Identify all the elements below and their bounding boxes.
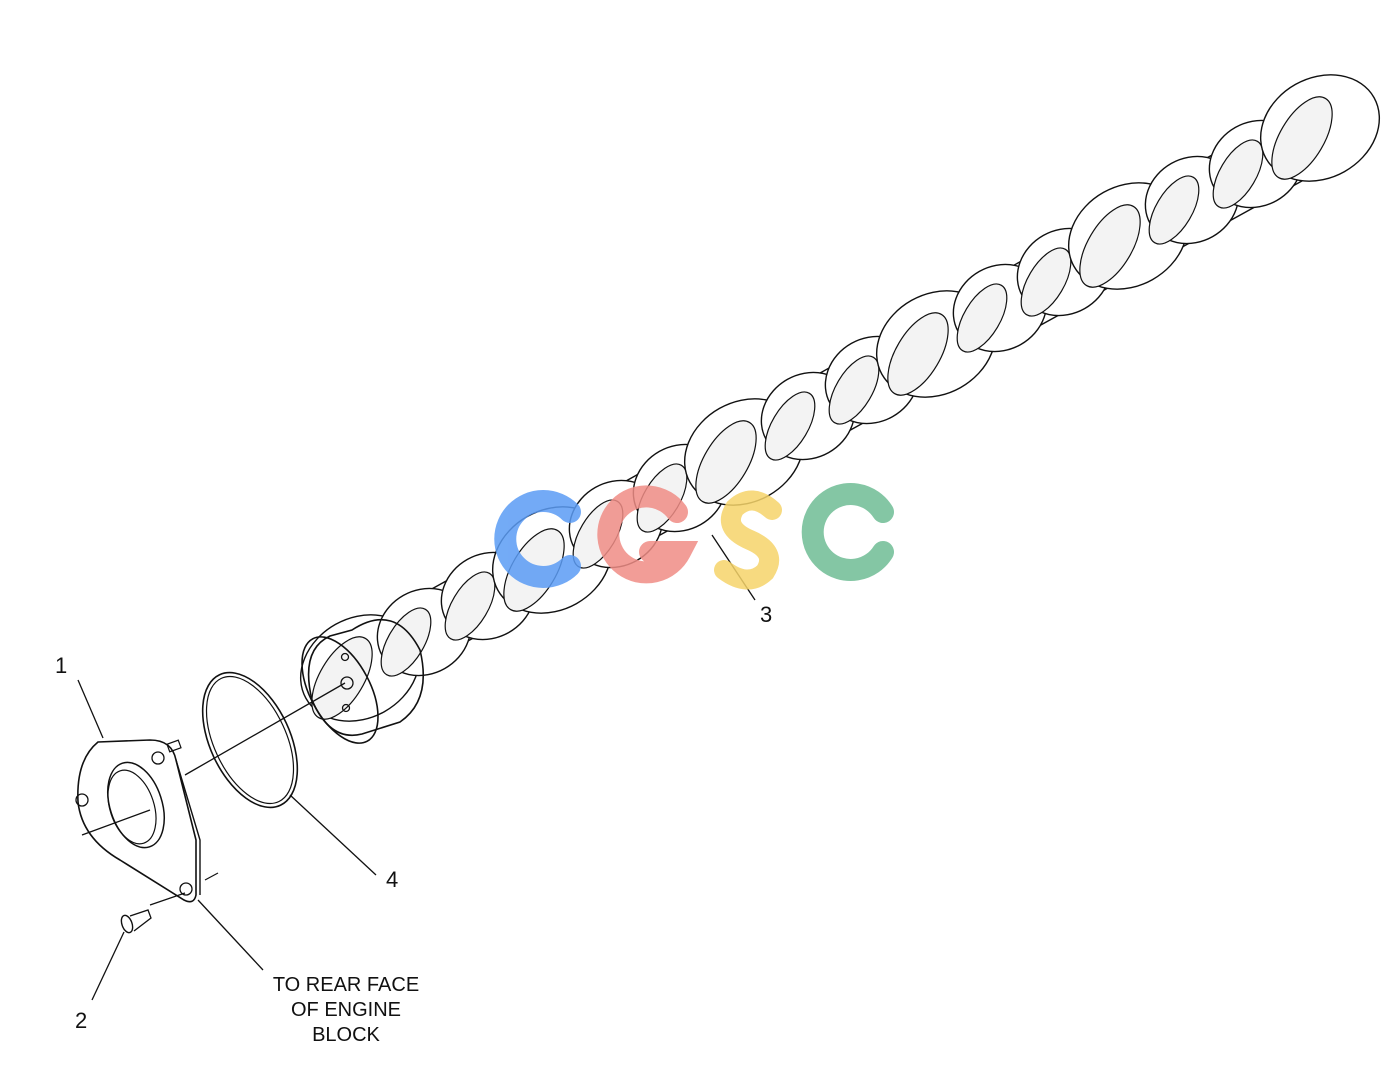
lobe-face <box>1148 175 1200 245</box>
assembly-axis-line <box>81 809 151 836</box>
note-line-3: BLOCK <box>312 1024 380 1046</box>
dowel-pin <box>166 739 182 753</box>
lobe-face <box>1020 247 1072 317</box>
watermark-letter-c <box>801 483 894 581</box>
watermark-letter-c <box>494 490 581 588</box>
lobe-face <box>956 283 1008 353</box>
mounting-note: TO REAR FACE OF ENGINE BLOCK <box>273 974 419 1046</box>
callout-3: 3 <box>760 602 772 627</box>
camshaft-front-journal <box>301 618 425 744</box>
callout-4: 4 <box>386 867 398 892</box>
lobe-face <box>1212 139 1264 209</box>
lobe-face <box>1271 96 1333 180</box>
bolt <box>120 872 219 934</box>
o-ring-seal <box>201 671 299 809</box>
watermark-letter-s <box>714 490 782 590</box>
bolt-hole <box>340 652 350 662</box>
note-line-2: OF ENGINE <box>291 999 401 1021</box>
callout-1: 1 <box>55 653 67 678</box>
lobe-face <box>828 355 880 425</box>
lobe-face <box>380 607 432 677</box>
lobe-face <box>695 420 757 504</box>
bolt-hole <box>341 703 351 713</box>
callout-2: 2 <box>75 1008 87 1033</box>
lobe-face <box>444 571 496 641</box>
watermark-letter-g <box>597 485 699 584</box>
camshaft <box>299 74 1381 722</box>
bolt-hole <box>75 793 89 807</box>
note-line-1: TO REAR FACE <box>273 974 419 996</box>
lobe-face <box>887 312 949 396</box>
lobe-face <box>1079 204 1141 288</box>
thrust-plate <box>75 739 201 903</box>
assembly-axis-line <box>184 682 346 776</box>
center-hole <box>340 676 354 690</box>
lobe-face <box>764 391 816 461</box>
lobe-face <box>311 636 373 720</box>
watermark-logo <box>494 483 894 590</box>
bolt-hole <box>179 882 193 896</box>
bolt-hole <box>151 751 165 765</box>
